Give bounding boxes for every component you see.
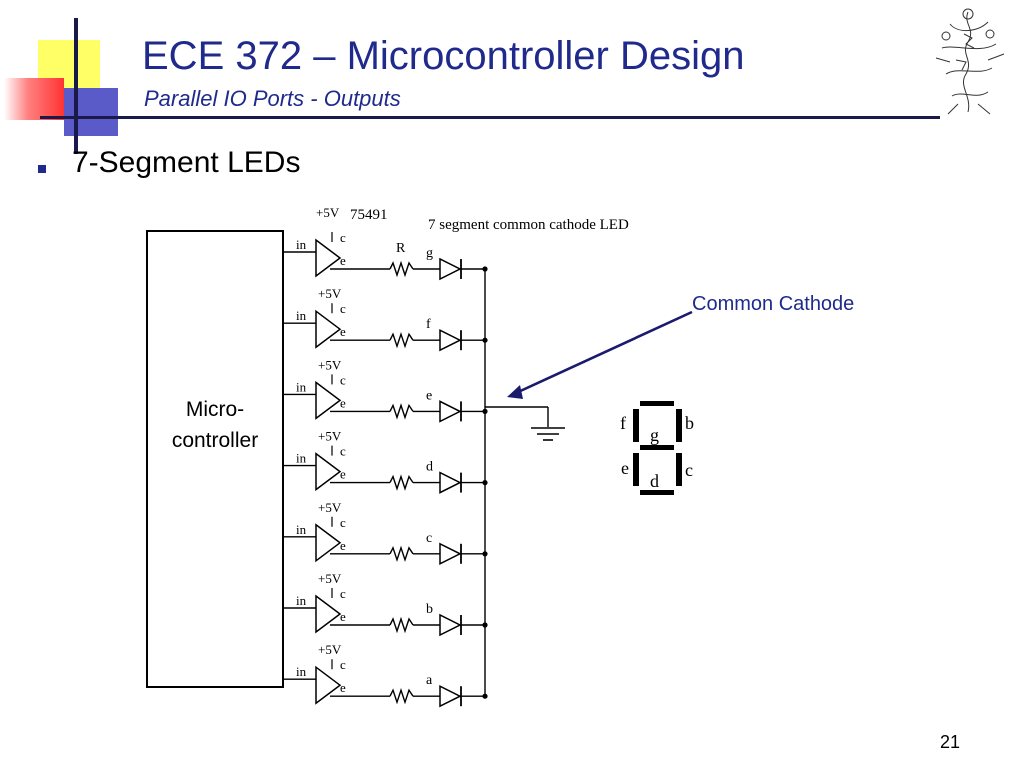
buffer-symbol (315, 309, 342, 349)
pin-in-label: in (296, 451, 307, 466)
segment-g-bar (640, 445, 674, 450)
seg-label-g: g (650, 425, 659, 445)
driver-part-label: 75491 (350, 207, 388, 223)
buffer-symbol (315, 594, 342, 634)
led-diode (439, 684, 462, 708)
seg-label-f: f (620, 413, 626, 433)
pin-c-label: c (340, 657, 346, 672)
buffer-symbol (315, 380, 342, 420)
segment-label: c (426, 531, 432, 546)
pin-in-label: in (296, 664, 307, 679)
decor-vertical-line (74, 18, 78, 154)
pin-c-label: c (340, 515, 346, 530)
segment-label: e (426, 388, 432, 403)
supply-label: +5V (318, 500, 342, 515)
resistor (389, 687, 414, 705)
segment-a-bar (640, 401, 674, 406)
resistor-label: R (396, 241, 406, 256)
microcontroller-label-line1: Micro- (185, 398, 245, 421)
pin-in-label: in (296, 379, 307, 394)
supply-label: +5V (318, 429, 342, 444)
page-number: 21 (940, 732, 961, 752)
decor-blue-square (64, 88, 118, 136)
callout-arrow-head (507, 385, 523, 399)
resistor (389, 474, 414, 491)
seg-label-c: c (685, 460, 693, 480)
pin-e-label: e (340, 467, 346, 482)
pin-e-label: e (340, 680, 346, 695)
pin-e-label: e (340, 324, 346, 339)
pin-e-label: e (340, 609, 346, 624)
pin-c-label: c (340, 230, 346, 245)
pin-c-label: c (340, 372, 346, 387)
segment-f-bar (633, 409, 639, 442)
buffer-symbol (315, 452, 342, 492)
supply-label: +5V (318, 357, 342, 372)
led-diode (439, 400, 462, 423)
pin-e-label: e (340, 538, 346, 553)
microcontroller-label: Micro- controller (148, 394, 282, 456)
supply-label: +5V (318, 571, 342, 586)
led-diode (439, 257, 462, 281)
microcontroller-label-line2: controller (171, 429, 259, 452)
resistor (389, 331, 414, 349)
decor-red-square (4, 78, 64, 120)
led-diode (439, 613, 462, 637)
slide-title: ECE 372 – Microcontroller Design (142, 34, 745, 78)
pin-e-label: e (340, 253, 346, 268)
led-diode (439, 328, 462, 352)
resistor (389, 260, 414, 278)
pin-e-label: e (340, 395, 346, 410)
pin-in-label: in (296, 593, 307, 608)
segment-label: d (426, 460, 433, 475)
pin-c-label: c (340, 444, 346, 459)
pin-in-label: in (296, 522, 307, 537)
segment-b-bar (676, 409, 682, 442)
pin-c-label: c (340, 301, 346, 316)
led-diode (439, 471, 462, 494)
callout-arrow-line (515, 310, 693, 395)
pin-in-label: in (296, 308, 307, 323)
buffer-symbol (315, 523, 342, 563)
sketch-logo (935, 8, 1005, 115)
segment-label: a (426, 673, 433, 688)
bullet-text: 7-Segment LEDs (72, 146, 301, 179)
segment-label: f (426, 317, 431, 332)
segment-label: b (426, 602, 433, 617)
supply-label-top: +5V (316, 205, 340, 220)
segment-c-bar (676, 453, 682, 486)
title-underline (40, 116, 940, 119)
pin-c-label: c (340, 586, 346, 601)
led-caption: 7 segment common cathode LED (428, 217, 629, 233)
resistor (389, 545, 414, 563)
microcontroller-box: Micro- controller (146, 230, 284, 688)
resistor (389, 403, 414, 420)
common-cathode-callout: Common Cathode (692, 293, 855, 315)
seg-label-b: b (685, 413, 694, 433)
bullet-marker (38, 165, 46, 173)
buffer-symbol (315, 665, 342, 705)
segment-label: g (426, 246, 433, 261)
led-diode (439, 542, 462, 566)
supply-label: +5V (318, 642, 342, 657)
pin-in-label: in (296, 237, 307, 252)
supply-label: +5V (318, 286, 342, 301)
slide-subtitle: Parallel IO Ports - Outputs (144, 86, 401, 111)
seg-label-d: d (650, 471, 659, 491)
segment-d-bar (640, 490, 674, 495)
seg-label-e: e (621, 458, 629, 478)
junction-dot (482, 693, 488, 699)
resistor (389, 616, 414, 634)
buffer-symbol (315, 238, 342, 278)
segment-e-bar (633, 453, 639, 486)
